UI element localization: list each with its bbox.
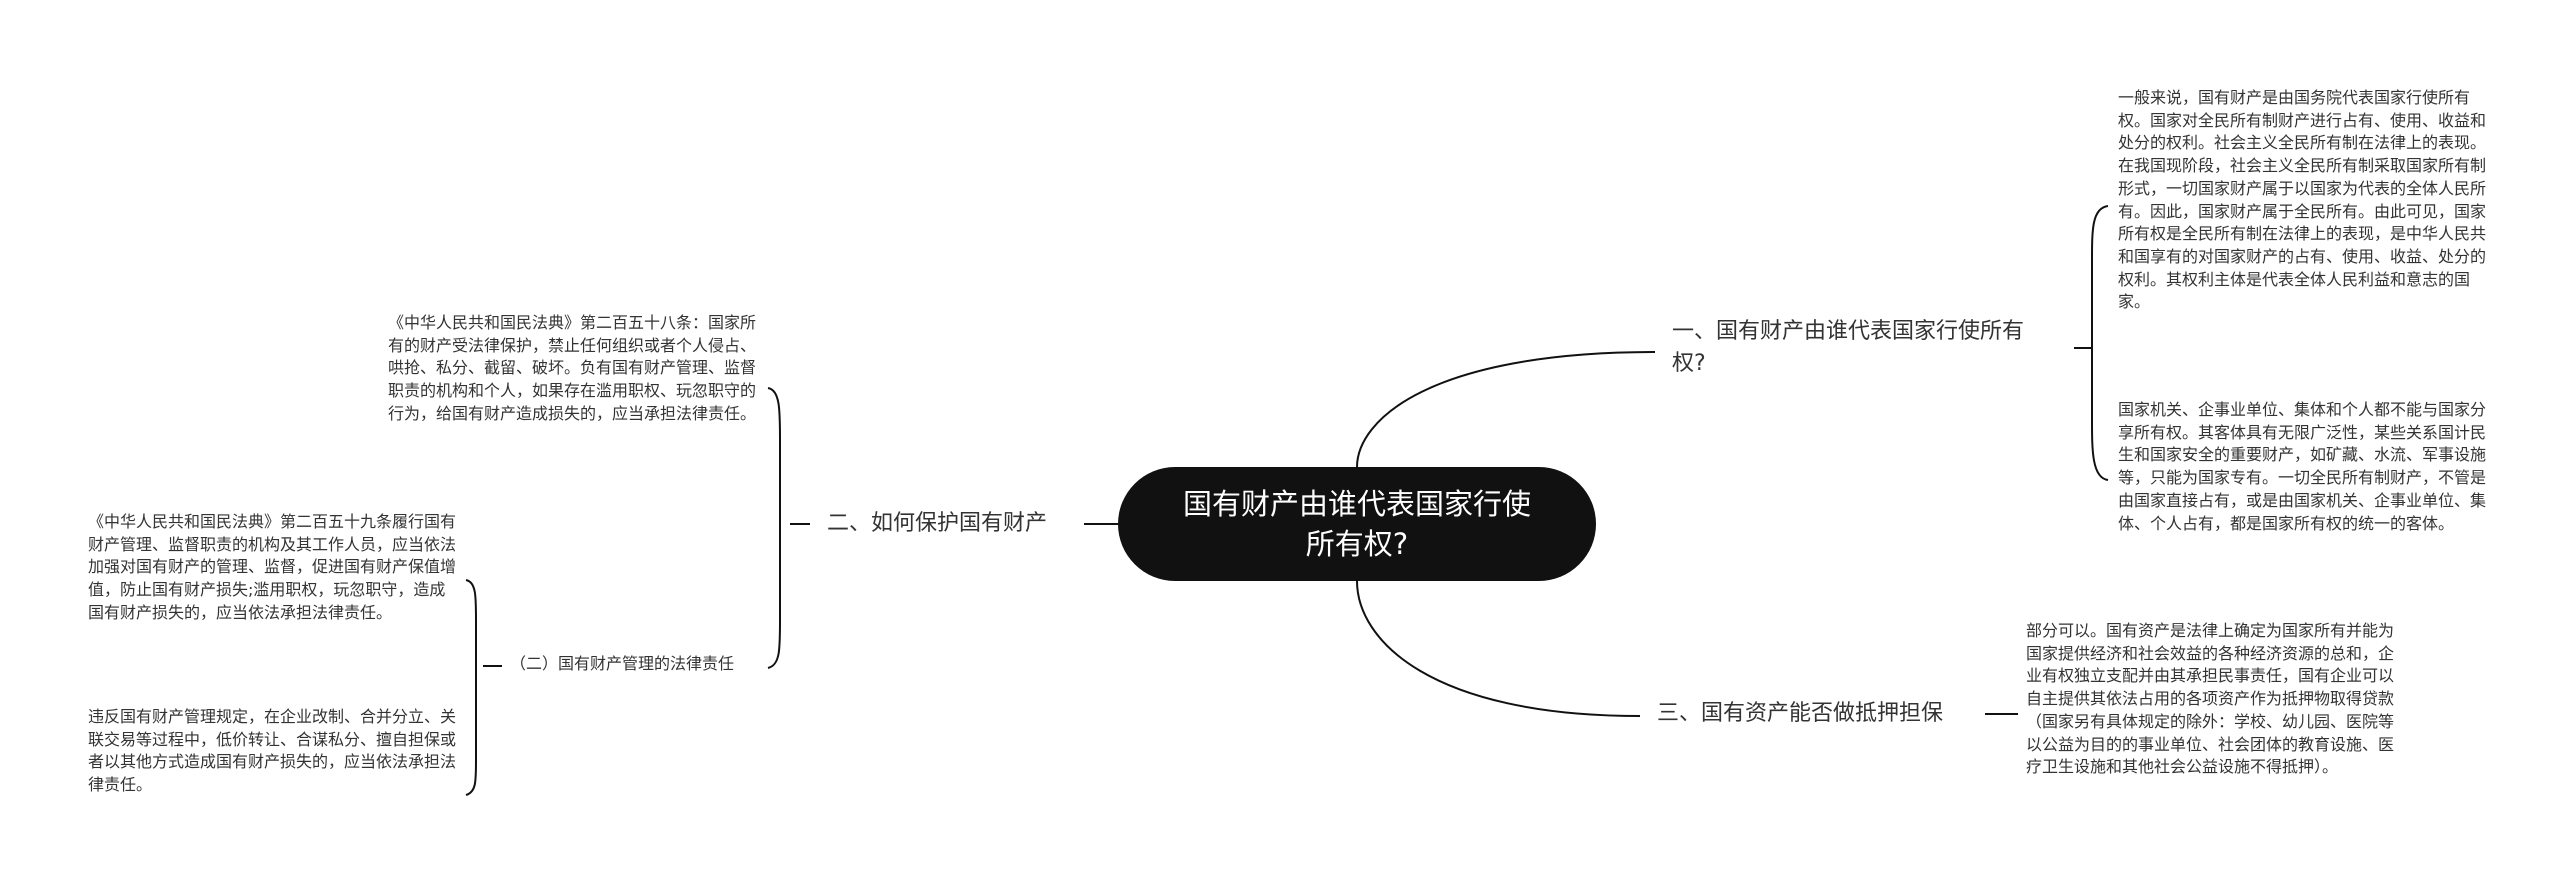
leaf-article-259: 《中华人民共和国民法典》第二百五十九条履行国有财产管理、监督职责的机构及其工作人… (88, 512, 457, 622)
root-title: 国有财产由谁代表国家行使所有权? (1182, 487, 1531, 561)
leaf-article-258: 《中华人民共和国民法典》第二百五十八条：国家所有的财产受法律保护，禁止任何组织或… (388, 313, 757, 423)
branch-node-ownership[interactable]: 一、国有财产由谁代表国家行使所有权? (1672, 319, 2025, 376)
leaf-ownership-object: 国家机关、企事业单位、集体和个人都不能与国家分享所有权。其客体具有无限广泛性，某… (2118, 400, 2487, 533)
leaf-violation-liability: 违反国有财产管理规定，在企业改制、合并分立、关联交易等过程中，低价转让、合谋私分… (88, 707, 457, 795)
connector-root-branch1 (1356, 351, 1656, 468)
sub-branch-legal-liability[interactable]: （二）国有财产管理的法律责任 (510, 654, 735, 673)
connector-root-branch3 (1356, 580, 1641, 717)
bracket-branch2 (767, 387, 781, 669)
bracket-branch1 (2091, 205, 2109, 481)
branch-node-protection[interactable]: 二、如何保护国有财产 (827, 511, 1048, 536)
leaf-ownership-explanation: 一般来说，国有财产是由国务院代表国家行使所有权。国家对全民所有制财产进行占有、使… (2118, 88, 2487, 312)
root-node[interactable]: 国有财产由谁代表国家行使所有权? (1118, 467, 1596, 581)
bracket-sub (465, 579, 477, 796)
leaf-mortgage-answer: 部分可以。国有资产是法律上确定为国家所有并能为国家提供经济和社会效益的各种经济资… (2026, 621, 2395, 777)
branch-node-mortgage[interactable]: 三、国有资产能否做抵押担保 (1657, 701, 1944, 726)
